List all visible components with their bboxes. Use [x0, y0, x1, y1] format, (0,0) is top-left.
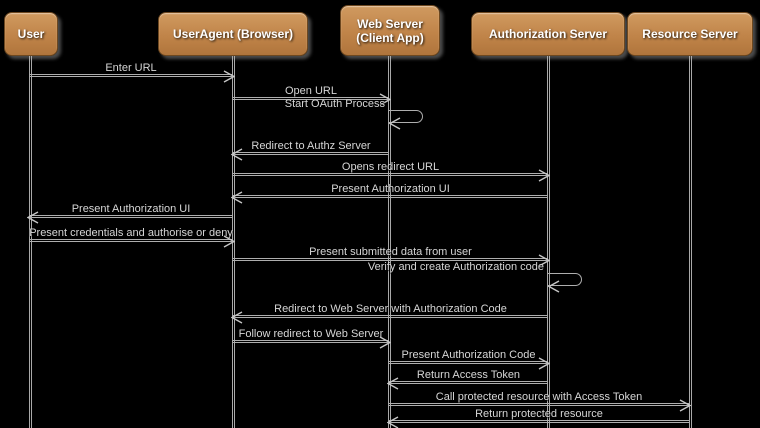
participant-label: UserAgent (Browser)	[172, 27, 294, 41]
arrowhead-left-icon	[231, 148, 243, 161]
lifeline-user	[29, 56, 32, 428]
participant-resourceserver: Resource Server	[627, 12, 753, 56]
arrowhead-left-icon	[27, 211, 39, 224]
participant-authserver: Authorization Server	[471, 12, 625, 56]
message-line	[231, 311, 548, 324]
message-follow-redirect: Follow redirect to Web Server	[233, 328, 391, 349]
message-return-protected-resource: Return protected resource	[387, 408, 689, 428]
message-line	[233, 169, 550, 182]
message-redirect-with-code: Redirect to Web Server with Authorizatio…	[231, 303, 548, 324]
message-opens-redirect-url: Opens redirect URL	[233, 161, 550, 182]
message-present-auth-code: Present Authorization Code	[389, 349, 550, 370]
message-return-access-token: Return Access Token	[387, 369, 548, 390]
message-open-url: Open URL	[233, 85, 391, 106]
arrowhead-right-icon	[538, 357, 550, 370]
message-call-protected-resource: Call protected resource with Access Toke…	[389, 391, 691, 412]
arrowhead-right-icon	[379, 93, 391, 106]
message-line	[389, 399, 691, 412]
message-line	[389, 357, 550, 370]
message-redirect-authz: Redirect to Authz Server	[231, 140, 389, 161]
arrowhead-left-icon	[387, 416, 399, 428]
participant-useragent: UserAgent (Browser)	[158, 12, 308, 56]
arrowhead-left-icon	[231, 191, 243, 204]
lifeline-webserver	[388, 56, 391, 428]
message-present-auth-ui-user: Present Authorization UI	[27, 203, 233, 224]
message-line	[233, 93, 391, 106]
message-verify-create-code: Verify and create Authorization code	[348, 261, 588, 293]
message-present-submitted-data: Present submitted data from user	[233, 246, 550, 267]
arrowhead-right-icon	[538, 254, 550, 267]
arrowhead-right-icon	[679, 399, 691, 412]
participant-label: User	[17, 27, 45, 41]
message-line	[29, 70, 235, 83]
message-enter-url: Enter URL	[29, 62, 235, 83]
message-line	[233, 336, 391, 349]
self-message-loop	[548, 273, 582, 286]
participant-user: User	[4, 12, 58, 56]
message-line	[27, 211, 233, 224]
arrowhead-left-icon	[389, 117, 401, 130]
arrowhead-left-icon	[387, 377, 399, 390]
participant-webserver: Web Server (Client App)	[340, 5, 440, 56]
arrowhead-left-icon	[548, 280, 560, 293]
message-line	[231, 191, 548, 204]
message-present-credentials: Present credentials and authorise or den…	[29, 227, 235, 248]
participant-label: Web Server (Client App)	[356, 16, 424, 45]
arrowhead-right-icon	[379, 336, 391, 349]
message-line	[387, 416, 689, 428]
participant-label: Resource Server	[642, 27, 738, 41]
lifeline-resourceserver	[689, 56, 692, 428]
arrowhead-right-icon	[223, 70, 235, 83]
lifeline-authserver	[547, 56, 550, 428]
message-line	[233, 254, 550, 267]
arrowhead-right-icon	[538, 169, 550, 182]
message-line	[387, 377, 548, 390]
message-line	[29, 235, 235, 248]
arrowhead-right-icon	[223, 235, 235, 248]
self-message-loop	[389, 110, 423, 123]
message-line	[231, 148, 389, 161]
message-present-auth-ui: Present Authorization UI	[231, 183, 548, 204]
arrowhead-left-icon	[231, 311, 243, 324]
participant-label: Authorization Server	[488, 27, 608, 41]
message-start-oauth-process: Start OAuth Process	[189, 98, 429, 130]
